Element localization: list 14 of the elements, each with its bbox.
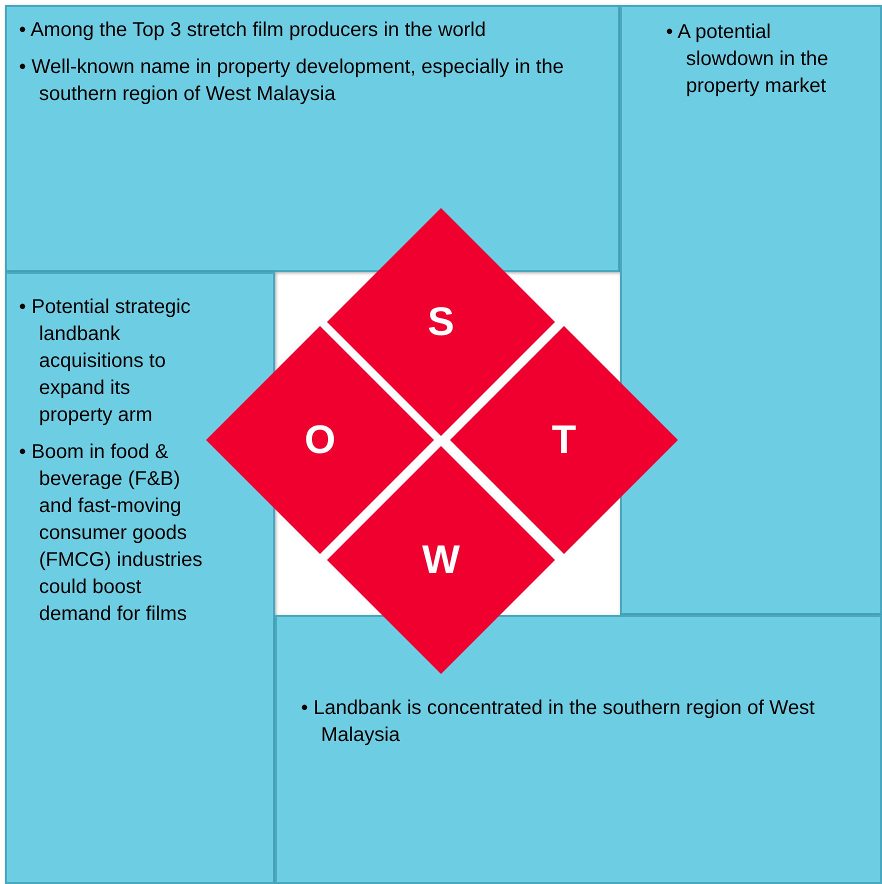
bullet-point: • Well-known name in property development, especially in the southern region of West Malaysia — [18, 55, 565, 107]
quadrant-letter: T — [552, 418, 576, 462]
bullet-point: • Boom in food & beverage (F&B) and fast-moving consumer goods (FMCG) industries could boost demand for films — [18, 440, 204, 627]
quadrant-panel — [5, 5, 620, 272]
quadrant-letter: S — [428, 300, 454, 344]
quadrant-panel — [275, 615, 882, 884]
quadrant-letter: O — [304, 418, 336, 462]
quadrant-panel — [5, 272, 275, 884]
quadrant-panel — [620, 5, 882, 615]
bullet-point: • A potential slowdown in the property market — [665, 20, 830, 99]
quadrant-letter: W — [422, 538, 460, 582]
bullet-point: • Landbank is concentrated in the southern region of West Malaysia — [300, 696, 816, 748]
bullet-point: • Among the Top 3 stretch film producers in the world — [18, 18, 487, 43]
bullet-point: • Potential strategic landbank acquisitions to expand its property arm — [18, 295, 192, 428]
